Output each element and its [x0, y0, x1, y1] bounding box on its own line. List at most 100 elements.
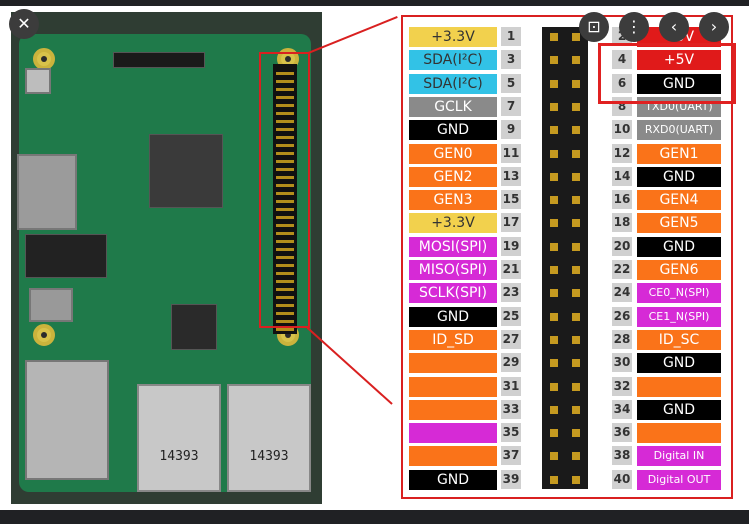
audio-jack [29, 288, 73, 322]
gpio-pin [550, 289, 558, 298]
pin-label-27: ID_SD [409, 329, 497, 350]
pin-label-13: GEN2 [409, 166, 497, 187]
pin-number-17: 17 [501, 213, 521, 233]
pin-label-29 [409, 353, 497, 374]
gpio-pin [550, 429, 558, 438]
close-icon: ✕ [17, 14, 31, 33]
gpio-pin [572, 475, 580, 484]
pin-label-34: GND [637, 399, 721, 420]
gpio-pin [550, 79, 558, 88]
pin-label-7: GCLK [409, 96, 497, 117]
gpio-pin [550, 172, 558, 181]
previous-button[interactable]: ‹ [659, 12, 689, 42]
gpio-pin [572, 359, 580, 368]
usb-port-2-label: 14393 [249, 449, 289, 464]
pin-label-4: +5V [637, 50, 721, 71]
pin-number-35: 35 [501, 423, 521, 443]
pin-number-14: 14 [612, 166, 632, 186]
gpio-pin [550, 452, 558, 461]
gpio-pin [572, 56, 580, 65]
pin-label-20: GND [637, 236, 721, 257]
gpio-pin [550, 359, 558, 368]
pin-number-9: 9 [501, 120, 521, 140]
mounting-hole [33, 324, 55, 346]
usb-lan-chip [171, 304, 217, 350]
pin-number-25: 25 [501, 306, 521, 326]
gpio-pin [550, 405, 558, 414]
usb-port-1: 14393 [137, 384, 221, 492]
gpio-pin [550, 335, 558, 344]
gpio-pin [572, 452, 580, 461]
gpio-pin [550, 266, 558, 274]
pin-number-39: 39 [501, 469, 521, 489]
pin-label-23: SCLK(SPI) [409, 283, 497, 304]
pin-number-36: 36 [612, 423, 632, 443]
gpio-pin [572, 312, 580, 321]
gpio-pin [572, 382, 580, 391]
pin-label-32 [637, 376, 721, 397]
gpio-pin [550, 312, 558, 321]
viewer-bottom-bar [0, 510, 749, 524]
pin-number-6: 6 [612, 73, 632, 93]
pin-number-12: 12 [612, 143, 632, 163]
pin-label-30: GND [637, 353, 721, 374]
pin-number-38: 38 [612, 446, 632, 466]
gpio-pin [550, 126, 558, 135]
gpio-pin [572, 126, 580, 135]
more-options-button[interactable]: ⋮ [619, 12, 649, 42]
gpio-pin [550, 102, 558, 111]
pin-label-25: GND [409, 306, 497, 327]
pin-number-13: 13 [501, 166, 521, 186]
pin-number-37: 37 [501, 446, 521, 466]
pin-label-18: GEN5 [637, 213, 721, 234]
gpio-pin [550, 475, 558, 484]
pin-number-28: 28 [612, 329, 632, 349]
gpio-pin [550, 382, 558, 391]
gpio-pin [572, 172, 580, 181]
pin-number-40: 40 [612, 469, 632, 489]
chevron-right-icon: › [710, 17, 718, 36]
pin-label-6: GND [637, 73, 721, 94]
pin-number-31: 31 [501, 376, 521, 396]
pin-label-22: GEN6 [637, 260, 721, 280]
pin-label-19: MOSI(SPI) [409, 236, 497, 257]
gpio-pin [572, 219, 580, 228]
pin-number-16: 16 [612, 190, 632, 210]
pin-label-12: GEN1 [637, 143, 721, 164]
gpio-pin [572, 242, 580, 251]
gpio-zoom-box [259, 52, 310, 328]
usb-port-1-label: 14393 [159, 449, 199, 464]
lens-button[interactable]: ⊡ [579, 12, 609, 42]
gpio-pin [572, 429, 580, 438]
pin-label-11: GEN0 [409, 143, 497, 164]
pin-number-20: 20 [612, 236, 632, 256]
pin-number-19: 19 [501, 236, 521, 256]
next-button[interactable]: › [699, 12, 729, 42]
pin-number-18: 18 [612, 213, 632, 233]
pin-number-33: 33 [501, 399, 521, 419]
highlight-box [598, 43, 736, 104]
pin-number-15: 15 [501, 190, 521, 210]
pin-number-30: 30 [612, 353, 632, 373]
pin-number-24: 24 [612, 283, 632, 303]
pin-number-27: 27 [501, 329, 521, 349]
more-vertical-icon: ⋮ [626, 17, 642, 36]
pin-number-1: 1 [501, 27, 521, 46]
gpio-pin [572, 289, 580, 298]
pin-label-21: MISO(SPI) [409, 260, 497, 280]
pin-label-31 [409, 376, 497, 397]
pin-number-32: 32 [612, 376, 632, 396]
gpio-pin [550, 219, 558, 228]
close-button[interactable]: ✕ [9, 9, 39, 39]
gpio-pin [572, 102, 580, 111]
lens-icon: ⊡ [587, 17, 601, 36]
gpio-pin [550, 149, 558, 158]
micro-usb-port [25, 68, 51, 94]
pin-number-21: 21 [501, 260, 521, 279]
pin-label-5: SDA(I²C) [409, 73, 497, 94]
hdmi-port [17, 154, 77, 230]
gpio-pin [572, 33, 580, 41]
pin-number-26: 26 [612, 306, 632, 326]
pin-label-40: Digital OUT [637, 469, 721, 490]
